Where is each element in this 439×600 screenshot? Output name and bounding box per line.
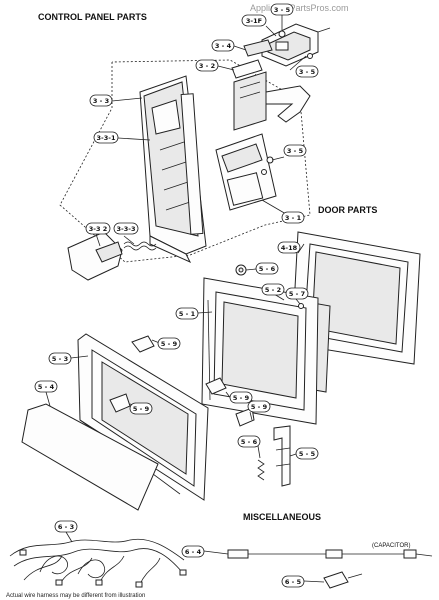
label-3-2: 3 - 2 xyxy=(199,62,215,70)
part-5-7-screw xyxy=(298,303,304,309)
label-5-9-lower: 5 - 9 xyxy=(251,403,268,411)
watermark: AppliancePartsPros.com xyxy=(250,3,349,13)
miscellaneous-title: MISCELLANEOUS xyxy=(243,512,321,522)
label-6-5: 6 - 5 xyxy=(285,578,302,586)
label-4-18: 4-18 xyxy=(281,244,298,252)
label-3-1f: 3-1F xyxy=(246,17,262,25)
label-5-2: 5 - 2 xyxy=(265,286,281,294)
miscellaneous-group: 6 - 3 6 - 4 6 - 5 (CAPACITOR) Actual wir… xyxy=(6,520,433,599)
part-5-4 xyxy=(21,403,159,511)
wire-harness-footnote: Actual wire harness may be different fro… xyxy=(6,593,145,599)
label-5-9-right: 5 - 9 xyxy=(233,394,250,402)
control-panel-group: 3 - 5 3-1F 3 - 4 3 - 2 3 - 5 3 - 3 3-3-1… xyxy=(59,3,331,281)
part-3-4 xyxy=(243,39,273,57)
label-5-5: 5 - 5 xyxy=(299,450,316,458)
part-3-3-control-panel xyxy=(139,75,207,264)
label-5-7: 5 - 7 xyxy=(289,290,305,298)
label-6-4: 6 - 4 xyxy=(185,548,202,556)
label-3-1: 3 - 1 xyxy=(285,214,302,222)
label-3-5-top: 3 - 5 xyxy=(274,6,291,14)
part-3-3-3-spring xyxy=(123,241,157,251)
label-3-3: 3 - 3 xyxy=(93,97,109,105)
label-5-9-left: 5 - 9 xyxy=(133,405,150,413)
part-6-5-connector xyxy=(323,571,363,589)
part-6-3-wire-harness xyxy=(9,538,187,588)
door-parts-title: DOOR PARTS xyxy=(318,205,377,215)
latch-parts xyxy=(109,335,255,427)
label-3-5-right: 3 - 5 xyxy=(299,68,316,76)
part-3-2 xyxy=(231,59,267,131)
control-panel-parts-title: CONTROL PANEL PARTS xyxy=(38,12,147,22)
part-3-1 xyxy=(215,133,277,211)
label-5-6-bottom: 5 - 6 xyxy=(241,438,258,446)
part-5-1 xyxy=(201,277,319,425)
label-3-4: 3 - 4 xyxy=(215,42,232,50)
label-3-3-1: 3-3-1 xyxy=(97,134,116,142)
part-3-3-2-button xyxy=(67,231,123,281)
label-5-9-top: 5 - 9 xyxy=(161,340,178,348)
control-panel-enclosure xyxy=(59,59,311,263)
label-3-5-middle: 3 - 5 xyxy=(287,147,304,155)
capacitor-label: (CAPACITOR) xyxy=(372,543,410,549)
label-6-3: 6 - 3 xyxy=(58,523,74,531)
door-group: 4-18 5 - 6 5 - 2 5 - 7 5 - 1 5 - 9 5 - 3… xyxy=(21,231,421,511)
label-3-3-2: 3-3 2 xyxy=(89,225,108,233)
part-5-5 xyxy=(273,425,291,487)
ribbon-cable xyxy=(265,85,311,123)
label-3-3-3: 3-3-3 xyxy=(117,225,136,233)
label-5-1: 5 - 1 xyxy=(179,310,196,318)
label-5-3: 5 - 3 xyxy=(52,355,68,363)
label-5-4: 5 - 4 xyxy=(38,383,55,391)
part-5-3 xyxy=(77,333,209,501)
bracket-3-1f xyxy=(261,23,331,67)
label-5-6-top: 5 - 6 xyxy=(259,265,276,273)
part-6-4-capacitor-lead xyxy=(227,549,433,559)
